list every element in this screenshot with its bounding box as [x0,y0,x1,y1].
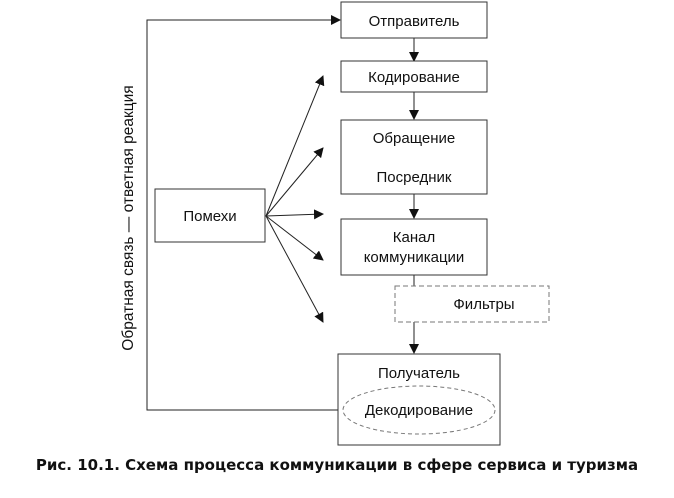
channel-box [340,218,488,276]
noise-arrow-5 [265,215,324,323]
noise-arrow-1 [265,75,325,217]
filters-label: Фильтры [453,296,514,313]
receiver-label: Получатель [378,365,460,382]
filters-box [394,285,550,323]
intermediary-label: Посредник [377,169,452,186]
feedback-label: Обратная связь — ответная реакция [120,85,137,350]
decoding-label: Декодирование [365,402,473,419]
decoding-ellipse [342,385,496,435]
noise-arrows [265,75,325,323]
encoding-box [340,60,488,93]
channel-label-line1: Канал [393,229,435,246]
channel-node: Канал коммуникации [340,218,488,276]
sender-label: Отправитель [369,13,460,30]
noise-arrow-2 [265,147,324,217]
encoding-label: Кодирование [368,69,460,86]
noise-label: Помехи [183,208,236,225]
noise-box [154,188,266,243]
message-label: Обращение [373,130,455,147]
noise-arrow-4 [265,215,324,261]
sender-box [340,1,488,39]
channel-label-line2: коммуникации [364,249,465,266]
message-node: Обращение Посредник [340,119,488,195]
filters-node: Фильтры [394,285,550,323]
noise-arrow-3 [265,209,324,220]
figure-caption: Рис. 10.1. Схема процесса коммуникации в… [35,456,639,474]
sender-node: Отправитель [340,1,488,39]
receiver-node: Получатель Декодирование [337,353,501,446]
message-box [340,119,488,195]
noise-node: Помехи [154,188,266,243]
feedback-loop-line [146,19,338,411]
encoding-node: Кодирование [340,60,488,93]
